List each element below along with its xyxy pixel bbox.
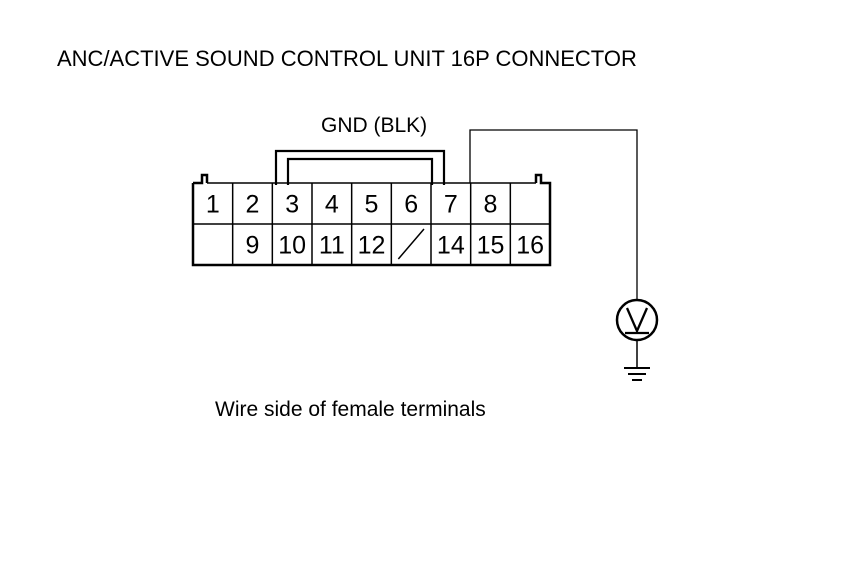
terminal-7: 7 <box>444 191 458 219</box>
terminal-11: 11 <box>319 232 345 260</box>
terminal-8: 8 <box>484 191 498 219</box>
terminal-2: 2 <box>246 191 260 219</box>
terminal-10: 10 <box>278 232 306 260</box>
terminal-16: 16 <box>516 232 544 260</box>
terminal-1: 1 <box>206 191 220 219</box>
gnd-wire-label: GND (BLK) <box>321 114 427 137</box>
terminal-3: 3 <box>285 191 299 219</box>
probe-wire <box>469 129 638 300</box>
terminal-15: 15 <box>477 232 505 260</box>
terminal-9: 9 <box>246 232 260 260</box>
terminal-4: 4 <box>325 191 339 219</box>
ground-icon <box>624 367 650 381</box>
diagram-caption: Wire side of female terminals <box>215 398 486 421</box>
voltmeter-icon <box>615 298 659 342</box>
diagram-title: ANC/ACTIVE SOUND CONTROL UNIT 16P CONNEC… <box>57 46 637 71</box>
empty-cavity-slash <box>397 228 425 260</box>
connector-lock-tab <box>274 149 446 185</box>
terminal-6: 6 <box>404 191 418 219</box>
connector-housing <box>191 173 552 267</box>
terminal-14: 14 <box>437 232 465 260</box>
terminal-12: 12 <box>358 232 386 260</box>
terminal-5: 5 <box>365 191 379 219</box>
